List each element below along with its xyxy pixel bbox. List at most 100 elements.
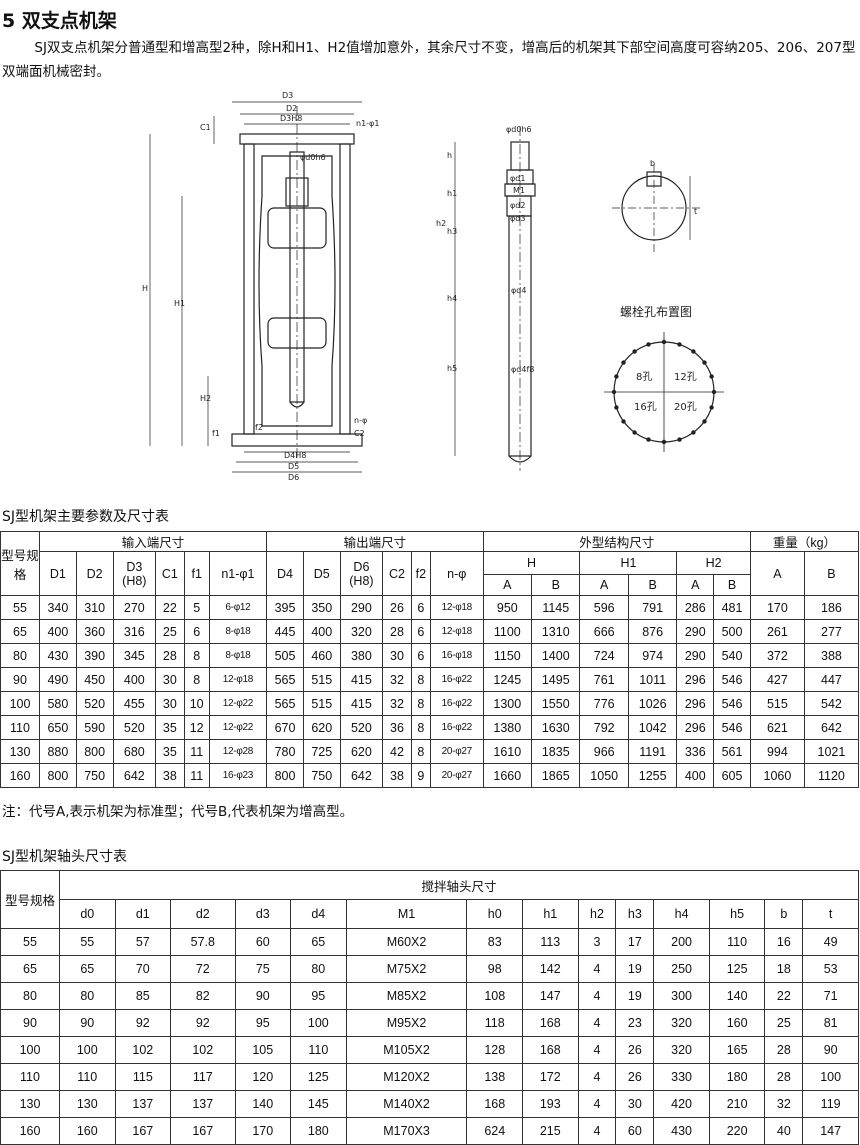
table-cell: 57 [114, 928, 172, 956]
table-cell: 16-φ23 [208, 763, 268, 788]
table-cell: 25 [764, 1009, 804, 1037]
table-cell: 4 [577, 955, 617, 983]
table-cell: 447 [803, 667, 860, 692]
table-cell: 336 [676, 739, 715, 764]
col-shaft-0: d0 [59, 899, 116, 929]
table-cell: 6 [410, 595, 432, 620]
table-cell: 1120 [803, 763, 860, 788]
table-cell: 8-φ18 [208, 619, 268, 644]
table-cell: 950 [482, 595, 533, 620]
table-cell: 1400 [531, 643, 581, 668]
col-in-4: f1 [183, 551, 210, 596]
col-shaft-10: h4 [653, 899, 710, 929]
table-cell: 26 [615, 1063, 655, 1091]
col-ab-0-1: B [531, 574, 581, 596]
table-cell: 415 [339, 667, 384, 692]
label-shaft-h4: h4 [447, 294, 457, 303]
table-cell: 320 [653, 1036, 710, 1064]
table-cell: 546 [713, 667, 751, 692]
col-ab-0-0: A [482, 574, 533, 596]
table-cell: M95X2 [345, 1009, 468, 1037]
table-cell: 95 [290, 982, 347, 1010]
table-cell: 296 [676, 715, 715, 740]
group-shaft: 搅拌轴头尺寸 [59, 870, 859, 900]
table-cell: 55 [0, 928, 60, 956]
table-cell: 160 [0, 1117, 60, 1145]
table-cell: 994 [749, 739, 805, 764]
table-cell: 330 [653, 1063, 710, 1091]
table-cell: 400 [676, 763, 715, 788]
table-cell: 10 [183, 691, 210, 716]
table-cell: 360 [75, 619, 114, 644]
table-cell: 42 [382, 739, 412, 764]
col-shaft-3: d3 [234, 899, 292, 929]
table-cell: 12-φ18 [430, 619, 484, 644]
table-cell: 880 [39, 739, 77, 764]
table-cell: 605 [713, 763, 751, 788]
table-cell: 561 [713, 739, 751, 764]
table-cell: 90 [802, 1036, 859, 1064]
table-cell: 1145 [531, 595, 581, 620]
bolt-hole-mark [702, 360, 707, 365]
table-cell: 38 [382, 763, 412, 788]
table-cell: 90 [0, 667, 40, 692]
table-cell: 65 [59, 955, 116, 983]
table-cell: 92 [170, 1009, 236, 1037]
col-ab-1-1: B [627, 574, 678, 596]
table-cell: 95 [234, 1009, 292, 1037]
table-cell: 542 [803, 691, 860, 716]
table-cell: 316 [112, 619, 157, 644]
table-cell: 445 [266, 619, 304, 644]
table-cell: 400 [302, 619, 341, 644]
table-cell: 16-φ18 [430, 643, 484, 668]
label-c2: C2 [354, 429, 365, 438]
table-cell: 215 [522, 1117, 579, 1145]
table-cell: 160 [59, 1117, 116, 1145]
table-cell: 296 [676, 691, 715, 716]
table-cell: 427 [749, 667, 805, 692]
table-cell: 23 [615, 1009, 655, 1037]
table-cell: 138 [466, 1063, 524, 1091]
table-cell: 16-φ22 [430, 715, 484, 740]
table-cell: 620 [302, 715, 341, 740]
table-cell: 1550 [531, 691, 581, 716]
label-shaft-h2: h2 [436, 219, 446, 228]
table-cell: 546 [713, 691, 751, 716]
table-cell: 642 [803, 715, 860, 740]
label-shaft-d1: φd1 [510, 174, 525, 183]
col-in-2: D3 (H8) [112, 551, 157, 596]
col-shaft-8: h2 [577, 899, 617, 929]
table-cell: 876 [627, 619, 678, 644]
table-cell: 310 [75, 595, 114, 620]
bolt-hole-mark [646, 437, 651, 442]
col-shaft-12: b [764, 899, 804, 929]
table-cell: 460 [302, 643, 341, 668]
table-cell: 320 [339, 619, 384, 644]
table-cell: 388 [803, 643, 860, 668]
table-cell: 167 [114, 1117, 172, 1145]
table-cell: 35 [155, 715, 185, 740]
table-cell: 1255 [627, 763, 678, 788]
table-cell: 1865 [531, 763, 581, 788]
table-cell: 113 [522, 928, 579, 956]
table-cell: 12-φ22 [208, 691, 268, 716]
table-cell: 80 [0, 643, 40, 668]
table-cell: 1021 [803, 739, 860, 764]
table-cell: 16-φ22 [430, 667, 484, 692]
table-cell: 30 [155, 667, 185, 692]
label-n1: n1-φ1 [356, 119, 379, 128]
table-cell: 500 [713, 619, 751, 644]
table-cell: 286 [676, 595, 715, 620]
table-cell: 186 [803, 595, 860, 620]
table-cell: 92 [114, 1009, 172, 1037]
label-shaft-d4f8: φd4f8 [511, 365, 534, 374]
label-shaft-h1: h1 [447, 189, 457, 198]
label-shaft-d0: φd0h6 [506, 125, 532, 134]
table-cell: 180 [290, 1117, 347, 1145]
